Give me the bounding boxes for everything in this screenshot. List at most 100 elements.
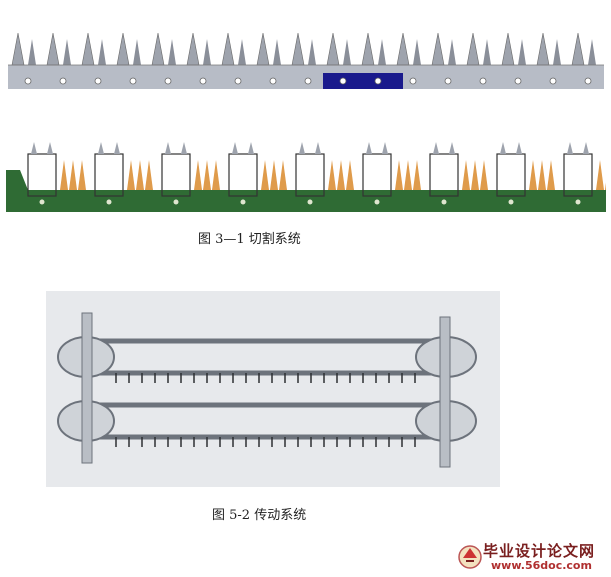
pin-hole	[304, 77, 312, 85]
watermark-site-name: 毕业设计论文网	[483, 542, 596, 560]
orange-tooth	[136, 160, 144, 190]
cutter-tooth-small	[63, 39, 71, 65]
blade-right	[315, 142, 321, 154]
frame-slot	[94, 153, 124, 197]
orange-tooth	[78, 160, 86, 190]
cutter-tooth	[396, 32, 410, 66]
cutting-system-assembly-view	[6, 142, 606, 212]
blade-right	[114, 142, 120, 154]
orange-tooth	[337, 160, 345, 190]
cutter-tooth	[431, 32, 445, 66]
pin-hole	[164, 77, 172, 85]
cutter-tooth	[221, 32, 235, 66]
cutter-tooth-small	[308, 39, 316, 65]
cutter-tooth-small	[448, 39, 456, 65]
board-hole	[173, 199, 179, 205]
pin-hole	[94, 77, 102, 85]
orange-tooth	[328, 160, 336, 190]
cutter-tooth	[81, 32, 95, 66]
cutter-tooth-small	[133, 39, 141, 65]
pin-hole	[59, 77, 67, 85]
pin-hole	[549, 77, 557, 85]
blade-right	[583, 142, 589, 154]
orange-tooth	[203, 160, 211, 190]
frame-slot	[27, 153, 57, 197]
figure-3-1-caption: 图 3—1 切割系统	[198, 232, 301, 247]
orange-tooth	[462, 160, 470, 190]
board-hole	[374, 199, 380, 205]
orange-tooth	[346, 160, 354, 190]
blade-right	[516, 142, 522, 154]
watermark-logo-icon	[458, 545, 482, 569]
cutter-tooth-small	[518, 39, 526, 65]
cutter-tooth-small	[273, 39, 281, 65]
orange-tooth	[596, 160, 604, 190]
cutter-tooth	[536, 32, 550, 66]
blade-left	[433, 142, 439, 154]
cutter-tooth-small	[553, 39, 561, 65]
blade-right	[449, 142, 455, 154]
cutter-tooth-small	[343, 39, 351, 65]
pin-hole	[339, 77, 347, 85]
orange-tooth	[69, 160, 77, 190]
orange-tooth	[145, 160, 153, 190]
right-shaft	[439, 316, 451, 468]
cutter-tooth-small	[203, 39, 211, 65]
board-hole	[240, 199, 246, 205]
cutter-tooth	[466, 32, 480, 66]
pin-hole	[374, 77, 382, 85]
orange-tooth	[404, 160, 412, 190]
green-board	[6, 170, 606, 212]
frame-slot	[429, 153, 459, 197]
pin-hole	[479, 77, 487, 85]
orange-tooth	[538, 160, 546, 190]
cutter-tooth-small	[413, 39, 421, 65]
pin-hole	[269, 77, 277, 85]
orange-tooth	[279, 160, 287, 190]
figure-5-2-caption: 图 5-2 传动系统	[212, 508, 307, 523]
cutter-tooth	[571, 32, 585, 66]
cutter-tooth	[361, 32, 375, 66]
blade-left	[165, 142, 171, 154]
frame-slot	[362, 153, 392, 197]
base-bar	[8, 65, 604, 89]
orange-tooth	[261, 160, 269, 190]
board-hole	[39, 199, 45, 205]
orange-tooth	[471, 160, 479, 190]
frame-slot	[295, 153, 325, 197]
left-shaft	[81, 312, 93, 464]
cutter-tooth	[501, 32, 515, 66]
cutter-tooth-small	[98, 39, 106, 65]
pin-hole	[24, 77, 32, 85]
cutter-tooth	[11, 32, 25, 66]
orange-tooth	[547, 160, 555, 190]
board-hole	[307, 199, 313, 205]
orange-tooth	[270, 160, 278, 190]
orange-tooth	[395, 160, 403, 190]
pin-hole	[584, 77, 592, 85]
pin-hole	[444, 77, 452, 85]
pin-hole	[514, 77, 522, 85]
blade-right	[382, 142, 388, 154]
orange-tooth	[413, 160, 421, 190]
blade-left	[98, 142, 104, 154]
cutter-tooth	[186, 32, 200, 66]
orange-tooth	[194, 160, 202, 190]
pin-hole	[409, 77, 417, 85]
cutter-tooth-small	[378, 39, 386, 65]
board-hole	[441, 199, 447, 205]
cutter-tooth	[256, 32, 270, 66]
blade-left	[366, 142, 372, 154]
cutting-system-top-view	[8, 32, 604, 89]
cutter-tooth-small	[28, 39, 36, 65]
frame-slot	[563, 153, 593, 197]
cutter-tooth	[326, 32, 340, 66]
blade-left	[31, 142, 37, 154]
cutter-tooth-small	[238, 39, 246, 65]
cutter-tooth-small	[483, 39, 491, 65]
frame-slot	[161, 153, 191, 197]
board-hole	[508, 199, 514, 205]
orange-tooth	[529, 160, 537, 190]
watermark-url: www.56doc.com	[491, 559, 592, 572]
blade-left	[232, 142, 238, 154]
